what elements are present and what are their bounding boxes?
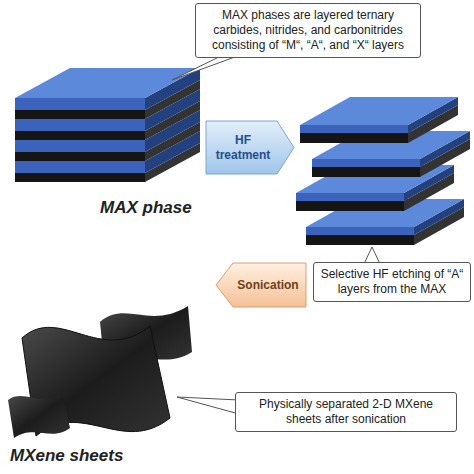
layer-front (296, 193, 404, 201)
step-label: Sonication (237, 278, 298, 292)
layer-front (300, 125, 408, 133)
layer-front (296, 201, 404, 211)
process-arrow: Sonication (215, 262, 307, 308)
process-arrow: HF treatment (205, 120, 295, 175)
layer-front (15, 119, 145, 131)
layer-front (306, 235, 414, 245)
layer-front (15, 110, 145, 119)
layer-front (300, 133, 408, 143)
layer-top (15, 68, 200, 98)
callout-box: MAX phases are layered ternary carbides,… (195, 3, 421, 58)
callout-text: MAX phases are layered ternary carbides,… (202, 8, 414, 53)
arrow-outline (216, 263, 306, 307)
layer-front (15, 161, 145, 173)
max-phase-stack (15, 68, 470, 245)
callout-box: Selective HF etching of “A“ layers from … (313, 262, 471, 302)
callout-text: Physically separated 2-D MXene sheets af… (242, 397, 450, 427)
layer-front (15, 173, 145, 182)
callout-box: Physically separated 2-D MXene sheets af… (235, 392, 457, 432)
layer-front (15, 131, 145, 140)
arrow-outline (206, 121, 294, 174)
mxene-sheets (8, 306, 192, 438)
callout-tail (177, 397, 239, 414)
layer-top (300, 97, 458, 125)
figure-label: MXene sheets (10, 446, 123, 466)
callout-text: Selective HF etching of “A“ layers from … (320, 267, 464, 297)
layer-front (312, 167, 420, 177)
layer-front (312, 159, 420, 167)
mxene-sheet (8, 394, 70, 438)
layer-front (15, 98, 145, 110)
layer-front (15, 140, 145, 152)
layer-front (306, 227, 414, 235)
step-label: HF treatment (211, 133, 275, 162)
layer-front (15, 152, 145, 161)
figure-label: MAX phase (100, 198, 192, 218)
